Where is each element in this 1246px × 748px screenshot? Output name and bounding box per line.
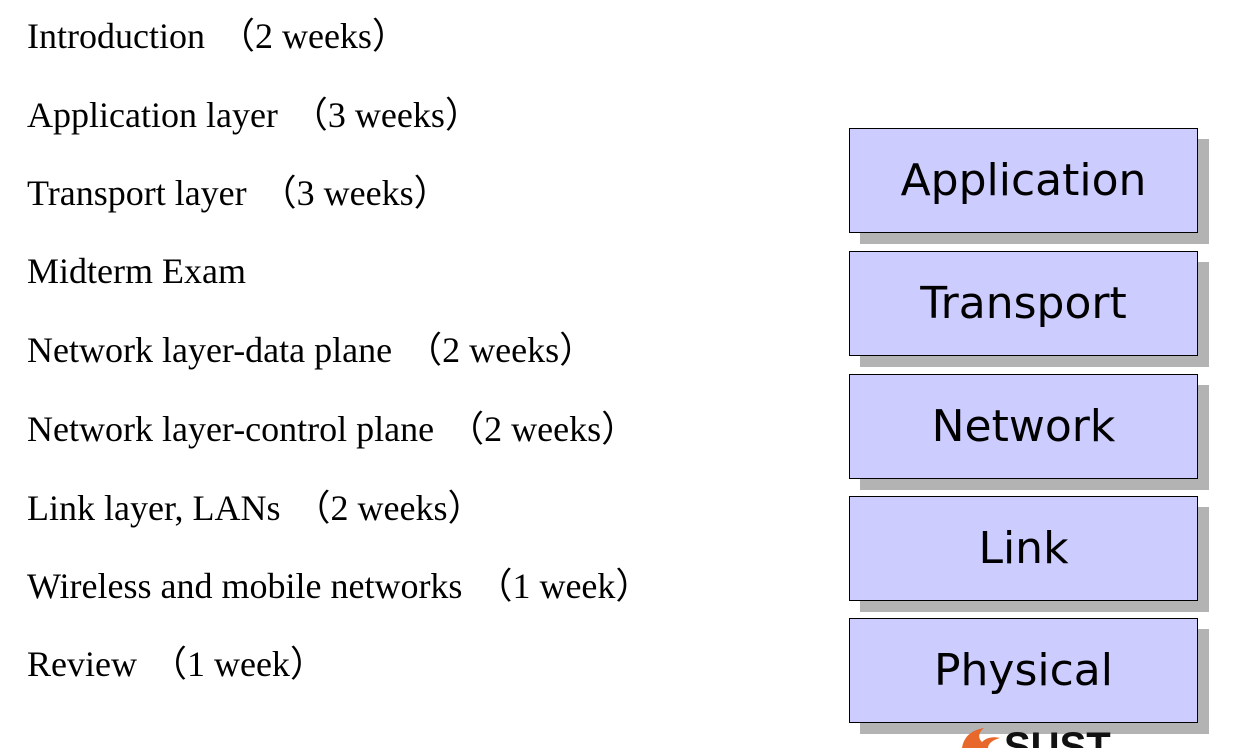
topic-duration: （2 weeks） bbox=[294, 488, 484, 528]
layer-transport: Transport bbox=[849, 251, 1198, 356]
logo-subtext: · · bbox=[1202, 741, 1213, 748]
layer-network: Network bbox=[849, 374, 1198, 479]
topic-label: Link layer, LANs bbox=[27, 488, 281, 528]
logo-flame-icon bbox=[962, 728, 1000, 748]
topic-label: Network layer-data plane bbox=[27, 330, 393, 370]
topic-duration: （3 weeks） bbox=[260, 173, 450, 213]
topic-duration: （2 weeks） bbox=[218, 16, 408, 56]
topic-network-data-plane: Network layer-data plane （2 weeks） bbox=[27, 328, 595, 372]
logo-text: SUST bbox=[1004, 725, 1111, 748]
topic-application-layer: Application layer （3 weeks） bbox=[27, 93, 481, 137]
topic-duration: （3 weeks） bbox=[291, 95, 481, 135]
topic-midterm-exam: Midterm Exam bbox=[27, 249, 246, 293]
topic-label: Introduction bbox=[27, 16, 205, 56]
topic-network-control-plane: Network layer-control plane （2 weeks） bbox=[27, 407, 637, 451]
topic-label: Review bbox=[27, 644, 137, 684]
topic-link-layer: Link layer, LANs （2 weeks） bbox=[27, 486, 483, 530]
logo-mark-icon: SUST · · bbox=[962, 725, 1213, 748]
topic-label: Transport layer bbox=[27, 173, 247, 213]
topic-label: Midterm Exam bbox=[27, 251, 246, 291]
topic-label: Network layer-control plane bbox=[27, 409, 435, 449]
topic-duration: （1 week） bbox=[150, 644, 326, 684]
layer-application: Application bbox=[849, 128, 1198, 233]
topic-transport-layer: Transport layer （3 weeks） bbox=[27, 171, 450, 215]
layer-link: Link bbox=[849, 496, 1198, 601]
topic-review: Review （1 week） bbox=[27, 642, 326, 686]
topic-duration: （2 weeks） bbox=[448, 409, 638, 449]
university-logo: SUST · · bbox=[958, 724, 1246, 748]
topic-label: Application layer bbox=[27, 95, 278, 135]
topic-label: Wireless and mobile networks bbox=[27, 566, 463, 606]
topic-duration: （2 weeks） bbox=[406, 330, 596, 370]
layer-physical: Physical bbox=[849, 618, 1198, 723]
topic-introduction: Introduction （2 weeks） bbox=[27, 14, 408, 58]
topic-duration: （1 week） bbox=[476, 566, 652, 606]
topic-wireless-mobile: Wireless and mobile networks （1 week） bbox=[27, 564, 651, 608]
